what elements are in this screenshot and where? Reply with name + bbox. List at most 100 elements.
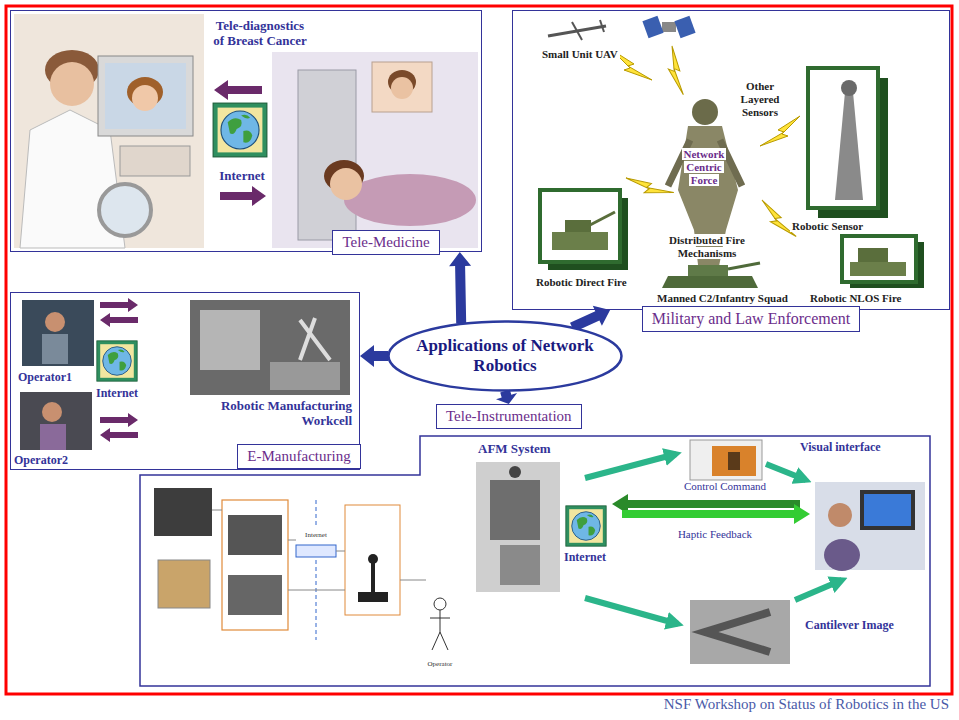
network-label-box: Internet <box>560 550 610 564</box>
unit-label-box: Manned C2/Infantry Squad <box>655 292 805 305</box>
purple-arrows <box>220 186 266 206</box>
haptic-arrows <box>622 504 810 524</box>
micromanipulation-diagram <box>228 575 282 615</box>
screenshot-image <box>712 446 756 476</box>
direct-fire-icon <box>540 190 620 262</box>
satellite-icon <box>674 16 695 38</box>
internet-globe <box>566 506 606 546</box>
micromanipulation-diagram <box>316 560 317 640</box>
system-label-box: AFM System <box>478 441 573 456</box>
panel-title: Military and Law Enforcement <box>642 306 861 332</box>
internet-globe <box>213 103 267 157</box>
nlos-fire-icon <box>842 236 916 282</box>
patient-picture <box>391 77 413 99</box>
direct-fire-icon <box>540 190 628 270</box>
robotic-sensor-icon <box>808 68 888 218</box>
unit-label: Small Unit UAV <box>540 48 620 60</box>
operator-photo <box>42 334 68 364</box>
doctor-picture <box>98 56 193 136</box>
unit-label: Robotic Sensor <box>790 220 865 232</box>
operator-label-box: Operator1 <box>18 370 98 384</box>
panel-title: E-Manufacturing <box>237 444 360 469</box>
patient-picture <box>298 70 356 240</box>
unit-label: Robotic Direct Fire <box>534 276 629 288</box>
tele-instrumentation-panel <box>140 436 930 686</box>
manned-tank-icon <box>688 265 728 276</box>
afm-photo <box>476 462 560 592</box>
micromanipulation-diagram <box>228 515 282 555</box>
screenshot-image <box>690 440 762 480</box>
green-arrows <box>585 454 842 624</box>
workcell-photo <box>300 318 330 360</box>
panel-title: Tele-Medicine <box>332 230 439 255</box>
signal-label-box: Haptic Feedback <box>660 528 770 541</box>
doctor-picture <box>132 85 158 111</box>
ellipse-label: Applications of Network Robotics <box>402 336 608 377</box>
heading-label: Tele-diagnostics of Breast Cancer <box>213 18 307 48</box>
cantilever-image <box>690 600 790 664</box>
manned-tank-icon <box>662 276 758 288</box>
direct-fire-icon <box>565 220 591 232</box>
heading-label-box: Tele-diagnostics of Breast Cancer <box>210 18 310 49</box>
micromanipulation-diagram <box>434 598 446 610</box>
unit-label-box: Robotic Direct Fire <box>534 276 654 289</box>
direct-fire-icon <box>552 232 608 250</box>
micromanipulation-diagram <box>368 554 378 564</box>
green-arrows <box>585 454 676 478</box>
system-label: AFM System <box>478 441 551 456</box>
image-label-box: Cantilever Image <box>805 618 925 632</box>
lightning-bolts <box>653 46 703 95</box>
operator-station-photo <box>824 539 860 571</box>
purple-arrows <box>100 313 138 327</box>
purple-arrows <box>100 413 138 427</box>
unit-label-box: Robotic NLOS Fire <box>808 292 920 305</box>
doctor-picture <box>14 14 204 248</box>
network-label-box: Internet <box>92 386 142 400</box>
nlos-fire-icon <box>858 248 888 262</box>
micromanipulation-diagram <box>222 500 288 630</box>
tiny-label-box: Internet <box>296 531 336 539</box>
tiny-label-box: Operator <box>420 660 460 668</box>
doctor-picture <box>14 14 204 248</box>
slide-caption: NSF Workshop on Status of Robotics in th… <box>664 696 949 713</box>
operator-station-photo <box>815 482 925 571</box>
robotic-sensor-icon <box>835 92 863 200</box>
workcell-photo <box>190 300 350 395</box>
soldier-figure <box>692 99 718 125</box>
micromanipulation-diagram <box>345 505 400 615</box>
block-arrow <box>496 390 517 404</box>
workcell-label: Robotic Manufacturing Workcell <box>221 398 352 428</box>
nlos-fire-icon <box>850 262 906 276</box>
screenshot-image <box>690 440 762 480</box>
ellipse-shape <box>389 322 622 391</box>
purple-arrows <box>214 80 262 100</box>
uav-icon <box>548 20 606 40</box>
slide-frame <box>6 6 952 694</box>
network-label: Internet <box>96 386 138 400</box>
signal-label: Control Command <box>684 480 766 492</box>
uav-icon <box>600 20 604 32</box>
block-arrow <box>360 345 388 367</box>
operator-photo <box>45 312 65 332</box>
micromanipulation-diagram <box>371 562 375 592</box>
operator-photo <box>20 392 92 450</box>
unit-label-box: Other Layered Sensors <box>728 80 792 119</box>
unit-label-box: Robotic Sensor <box>790 220 890 233</box>
afm-photo <box>509 466 521 478</box>
unit-label-box: Small Unit UAV <box>540 48 640 61</box>
micromanipulation-diagram <box>358 592 388 602</box>
network-label-box: Internet <box>212 168 272 183</box>
tiny-label: Operator <box>428 660 453 668</box>
green-arrows <box>795 580 842 600</box>
operator-photo <box>22 300 94 366</box>
nlos-fire-icon <box>842 236 924 288</box>
operator-station-photo <box>815 482 925 570</box>
operator-label: Operator2 <box>14 453 68 467</box>
operator-label-box: Operator2 <box>14 453 94 467</box>
internet-globe <box>566 506 606 546</box>
doctor-picture <box>50 62 94 106</box>
micromanipulation-diagram <box>316 500 317 528</box>
operator-station-photo <box>864 494 911 526</box>
direct-fire-icon <box>590 212 615 225</box>
patient-picture <box>272 52 478 248</box>
